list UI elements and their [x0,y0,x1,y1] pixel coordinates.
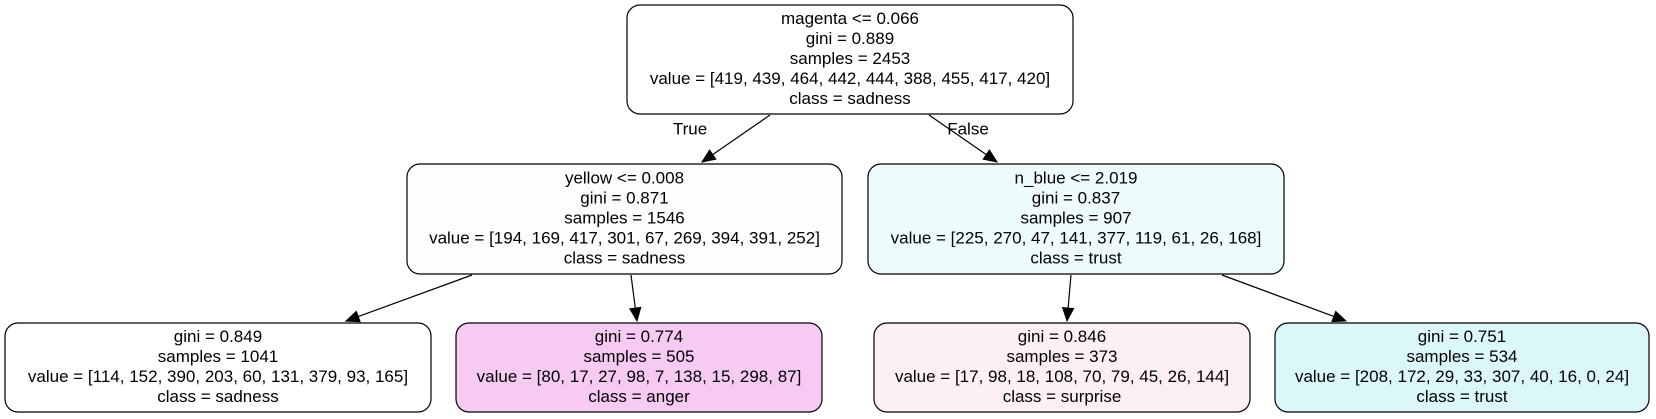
node-class-text: class = surprise [1003,387,1122,406]
node-gini-text: gini = 0.774 [595,327,683,346]
edge-line [712,114,771,156]
edge-left-to-leaf-1 [344,274,473,323]
node-gini-text: gini = 0.871 [580,188,668,207]
node-split-text: magenta <= 0.066 [781,9,919,28]
arrowhead-icon [982,149,999,163]
node-gini-text: gini = 0.751 [1418,327,1506,346]
node-split-text: n_blue <= 2.019 [1015,168,1138,187]
edge-right-to-leaf-4 [1221,274,1348,323]
node-value-text: value = [208, 172, 29, 33, 307, 40, 16, … [1295,367,1629,386]
node-gini-text: gini = 0.837 [1032,188,1120,207]
node-value-text: value = [114, 152, 390, 203, 60, 131, 37… [28,367,408,386]
edge-line [358,274,473,318]
node-samples-text: samples = 2453 [790,49,911,68]
node-box [1274,322,1650,413]
edge-root-to-right: False [928,114,999,163]
node-class-text: class = anger [588,387,690,406]
node-class-text: class = sadness [157,387,278,406]
edge-line [1221,274,1335,318]
node-value-text: value = [194, 169, 417, 301, 67, 269, 39… [429,228,820,247]
node-class-text: class = trust [1030,248,1121,267]
node-gini-text: gini = 0.849 [174,327,262,346]
node-box [873,322,1251,413]
node-samples-text: samples = 907 [1020,208,1131,227]
node-box [867,163,1285,275]
edge-left-to-leaf-2 [629,274,642,323]
edge-right-to-leaf-3 [1061,274,1075,323]
node-gini-text: gini = 0.846 [1018,327,1106,346]
edge-line [928,114,987,156]
node-samples-text: samples = 1546 [564,208,685,227]
node-box [626,4,1074,115]
arrowhead-icon [344,310,361,323]
arrowhead-icon [1061,307,1075,323]
node-samples-text: samples = 534 [1406,347,1517,366]
edge-label-true: True [673,119,707,138]
node-box [4,322,432,413]
node-box [455,322,823,413]
arrowhead-icon [700,149,717,163]
node-value-text: value = [17, 98, 18, 108, 70, 79, 45, 26… [895,367,1229,386]
edges-layer: True False [344,114,1348,323]
node-class-text: class = sadness [789,89,910,108]
edge-root-to-left: True [673,114,771,163]
node-samples-text: samples = 373 [1006,347,1117,366]
node-class-text: class = sadness [564,248,685,267]
node-value-text: value = [225, 270, 47, 141, 377, 119, 61… [891,228,1262,247]
node-gini-text: gini = 0.889 [806,29,894,48]
edge-line [630,274,636,309]
node-value-text: value = [80, 17, 27, 98, 7, 138, 15, 298… [477,367,802,386]
node-box [406,163,843,275]
node-class-text: class = trust [1416,387,1507,406]
edge-label-false: False [947,119,989,138]
arrowhead-icon [629,306,642,323]
edge-line [1067,274,1072,309]
node-samples-text: samples = 1041 [158,347,279,366]
node-samples-text: samples = 505 [583,347,694,366]
node-split-text: yellow <= 0.008 [565,168,684,187]
arrowhead-icon [1331,310,1348,323]
node-value-text: value = [419, 439, 464, 442, 444, 388, 4… [650,69,1050,88]
